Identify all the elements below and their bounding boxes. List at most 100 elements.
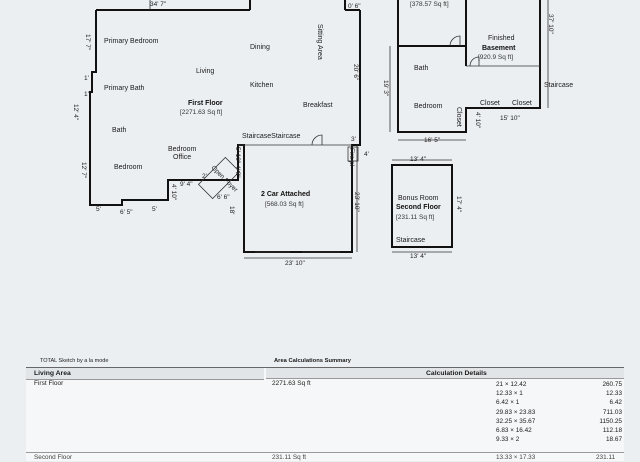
calc-value: 112.18 <box>602 426 622 434</box>
bonus-dim-bottom: 13' 4" <box>410 253 427 260</box>
garage-area: [568.03 Sq ft] <box>265 201 304 208</box>
calc-expr: 12.33 × 1 <box>496 390 523 398</box>
sketch-note: TOTAL Sketch by a la mode <box>40 358 109 364</box>
room-dining: Dining <box>250 44 270 51</box>
first-floor-row-label: First Floor <box>34 380 64 387</box>
dim-left-5: 12' 7" <box>80 162 87 179</box>
calc-row: 12.33 × 1 12.33 <box>496 389 622 398</box>
area-summary-table: Living Area Calculation Details First Fl… <box>26 367 624 461</box>
basement-dim-left: 19' 3" <box>382 80 389 97</box>
calc-row: 6.83 × 16.42 112.18 <box>496 426 622 435</box>
first-floor-title: First Floor <box>188 100 223 107</box>
living-area-header: Living Area <box>26 368 264 380</box>
room-breakfast: Breakfast <box>303 102 333 109</box>
basement-dim-bottom: 16' 5" <box>424 137 441 144</box>
dim-bottom-5: 4' 10" <box>170 184 177 201</box>
calc-row: 32.25 × 35.67 1150.25 <box>496 417 622 426</box>
basement-top-area: [378.57 Sq ft] <box>410 1 449 8</box>
basement-title: Basement <box>482 45 516 52</box>
basement-label-finished: Finished <box>488 35 515 42</box>
calc-expr: 6.42 × 1 <box>496 399 520 407</box>
calc-row: 9.33 × 2 18.67 <box>496 435 622 444</box>
dim-left-3: 1' <box>84 91 89 98</box>
garage-title: 2 Car Attached <box>261 191 310 198</box>
calc-value: 260.75 <box>602 381 622 388</box>
calc-value: 711.03 <box>602 408 622 416</box>
dim-left-2: 1' <box>84 75 89 82</box>
basement-area: [920.9 Sq ft] <box>478 54 513 61</box>
basement-dim-small: 4' 10" <box>474 112 481 129</box>
calc-expr: 9.33 × 2 <box>496 436 520 444</box>
fireplace-box <box>347 146 359 162</box>
calc-list: 21 × 12.42 260.75 12.33 × 1 12.33 6.42 × 1… <box>496 380 622 444</box>
dim-top-right: 0' 6" <box>348 3 361 10</box>
dim-right-2: 3' <box>351 136 356 143</box>
bonus-dim-side: 17' 4" <box>455 196 462 213</box>
dim-foyer-3: 18' <box>228 206 235 214</box>
room-bedroom-upper: Bedroom <box>168 146 197 153</box>
room-office: Office <box>173 154 191 161</box>
bonus-dim-top: 13' 4" <box>410 156 427 163</box>
dim-bottom-2: 6' 5" <box>120 209 133 216</box>
room-bedroom: Bedroom <box>114 164 143 171</box>
basement-room-bath: Bath <box>414 65 429 72</box>
room-living: Living <box>196 68 214 75</box>
calc-row: 6.42 × 1 6.42 <box>496 398 622 407</box>
bonus-room-outline <box>391 164 453 248</box>
second-floor-calc-expr: 13.33 × 17.33 <box>496 454 536 461</box>
basement-dim-right: 37' 10" <box>547 14 554 35</box>
garage-dim-depth: 23' 10" <box>353 192 360 213</box>
dim-left-1: 17' 7" <box>84 34 91 51</box>
bonus-area: [231.11 Sq ft] <box>396 214 434 221</box>
basement-outline <box>397 0 541 133</box>
garage-dim-inner: 5' 10" 4' 8" <box>234 147 241 178</box>
second-floor-calc-value: 231.11 <box>596 454 616 461</box>
calc-expr: 29.83 × 23.83 <box>496 408 536 416</box>
calc-value: 12.33 <box>606 390 622 398</box>
first-floor-outline <box>89 10 361 253</box>
room-primary-bath: Primary Bath <box>104 85 145 92</box>
dim-right-1: 20' 6" <box>352 64 359 81</box>
first-floor-row-total: 2271.63 Sq ft <box>272 380 311 387</box>
calc-row: 21 × 12.42 260.75 <box>496 380 622 389</box>
basement-closet-2: Closet <box>480 100 500 107</box>
staircase-label: StaircaseStaircase <box>242 133 300 140</box>
room-kitchen: Kitchen <box>250 82 273 89</box>
dim-foyer-1: 2' <box>202 173 207 180</box>
first-floor-area: [2271.63 Sq ft] <box>180 109 222 116</box>
summary-band: TOTAL Sketch by a la mode Area Calculati… <box>26 355 624 367</box>
dim-bottom-1: 5' <box>96 206 101 213</box>
garage-dim-width: 23' 10" <box>285 260 306 267</box>
bonus-staircase: Staircase <box>396 237 425 244</box>
calc-value: 18.67 <box>606 436 622 444</box>
floor-plan-sketch: 34' 7" 0' 6" Primary Bedroom Dining Livi… <box>72 0 573 267</box>
calc-expr: 32.25 × 35.67 <box>496 417 536 425</box>
dim-foyer-2: 6' 6" <box>217 194 230 201</box>
basement-door-swing <box>449 35 461 47</box>
second-floor-row-total: 231.11 Sq ft <box>272 454 306 461</box>
room-sitting-area: Sitting Area <box>316 24 323 60</box>
calc-expr: 6.83 × 16.42 <box>496 426 532 434</box>
dim-bottom-4: 9' 4" <box>180 181 193 188</box>
basement-closet-1: Closet <box>455 107 462 127</box>
summary-title: Area Calculations Summary <box>274 358 351 364</box>
dim-top-width: 34' 7" <box>150 1 167 8</box>
basement-closet-3: Closet <box>512 100 532 107</box>
second-floor-row-label: Second Floor <box>34 454 73 461</box>
calc-expr: 21 × 12.42 <box>496 381 527 388</box>
basement-door-swing-2 <box>469 56 480 67</box>
dim-left-4: 12' 4" <box>72 104 79 121</box>
calc-value: 1150.25 <box>599 417 622 425</box>
dim-bottom-3: 5' <box>152 206 157 213</box>
basement-staircase: Staircase <box>544 82 573 89</box>
fireplace-label: Fire pl <box>348 148 355 167</box>
room-bath: Bath <box>112 127 127 134</box>
basement-room-bedroom: Bedroom <box>414 103 443 110</box>
door-swing <box>311 134 323 146</box>
dim-right-3: 4' <box>364 151 369 158</box>
calc-row: 29.83 × 23.83 711.03 <box>496 408 622 417</box>
open-foyer-box <box>197 156 241 200</box>
second-floor-row: Second Floor 231.11 Sq ft 13.33 × 17.33 … <box>26 452 624 462</box>
calc-value: 6.42 <box>609 399 622 407</box>
bonus-floor-title: Second Floor <box>396 204 441 211</box>
